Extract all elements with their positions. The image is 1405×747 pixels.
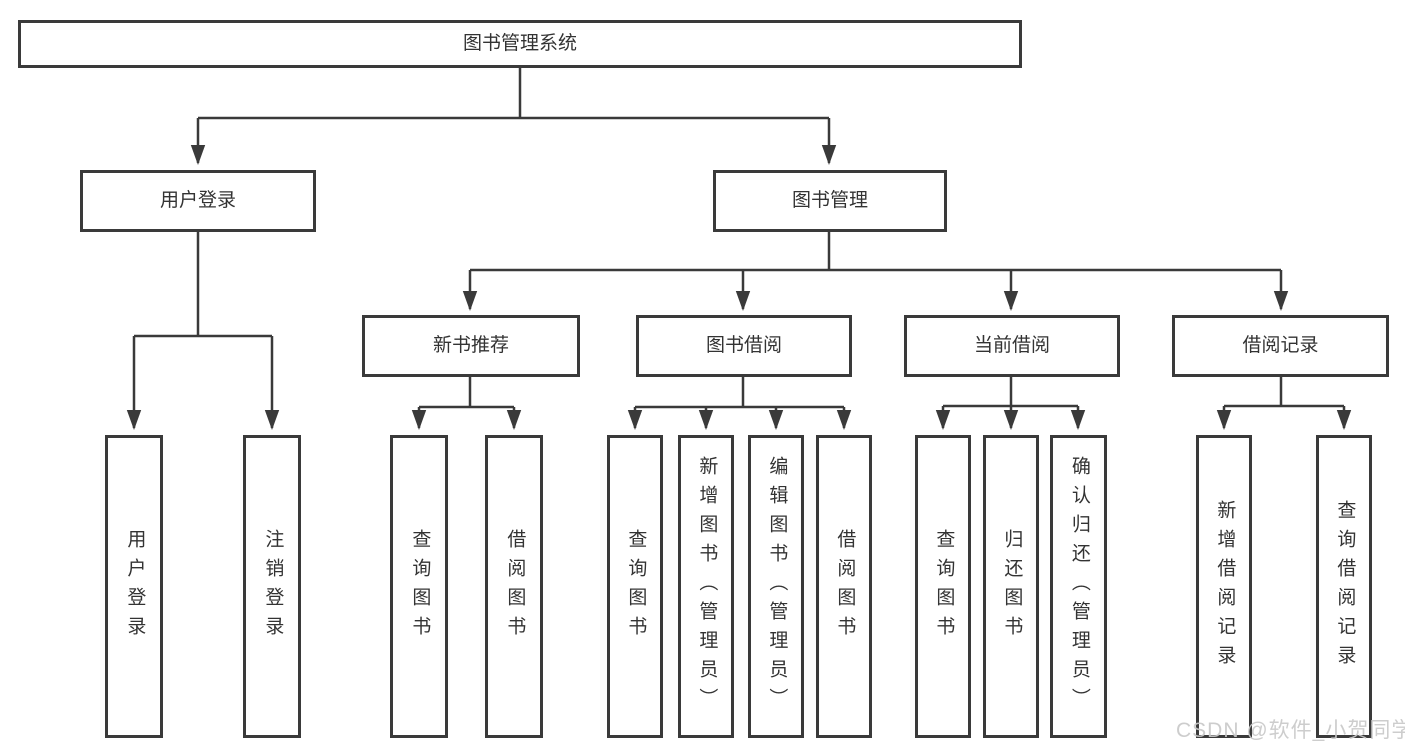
node-new-book-recommend: 新书推荐 [362, 315, 580, 377]
leaf-search-books-recommend: 查询图书 [390, 435, 448, 738]
leaf-edit-books-admin: 编辑图书（管理员） [748, 435, 804, 738]
leaf-add-borrow-record: 新增借阅记录 [1196, 435, 1252, 738]
leaf-user-login: 用户登录 [105, 435, 163, 738]
node-library-management-system: 图书管理系统 [18, 20, 1022, 68]
csdn-watermark: CSDN @软件_小贺同学 [1176, 719, 1405, 742]
leaf-add-books-admin: 新增图书（管理员） [678, 435, 734, 738]
leaf-search-borrow-record: 查询借阅记录 [1316, 435, 1372, 738]
leaf-confirm-return-admin: 确认归还（管理员） [1050, 435, 1107, 738]
node-book-management: 图书管理 [713, 170, 947, 232]
leaf-return-books: 归还图书 [983, 435, 1039, 738]
node-user-login: 用户登录 [80, 170, 316, 232]
node-book-borrow: 图书借阅 [636, 315, 852, 377]
leaf-search-books-borrow: 查询图书 [607, 435, 663, 738]
leaf-search-books-current: 查询图书 [915, 435, 971, 738]
node-current-borrow: 当前借阅 [904, 315, 1120, 377]
leaf-logout: 注销登录 [243, 435, 301, 738]
leaf-borrow-books-recommend: 借阅图书 [485, 435, 543, 738]
node-borrow-records: 借阅记录 [1172, 315, 1389, 377]
leaf-borrow-books: 借阅图书 [816, 435, 872, 738]
